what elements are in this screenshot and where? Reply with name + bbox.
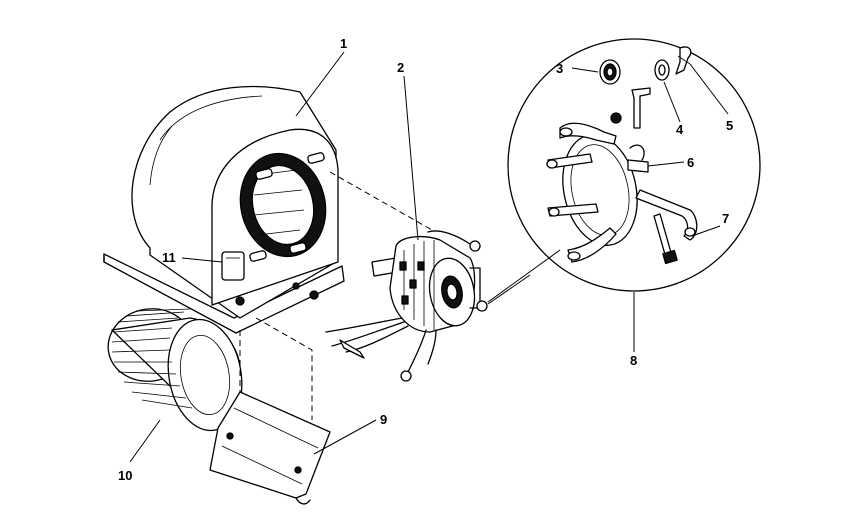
callout-8: 8 bbox=[630, 353, 637, 368]
blower-motor bbox=[325, 230, 488, 382]
callout-6: 6 bbox=[687, 155, 694, 170]
callout-11: 11 bbox=[162, 250, 176, 265]
detail-circle-motor-mount bbox=[487, 38, 761, 305]
callout-7: 7 bbox=[722, 211, 729, 226]
callout-3: 3 bbox=[556, 61, 563, 76]
callout-1: 1 bbox=[340, 36, 347, 51]
assembly-line bbox=[255, 317, 313, 420]
capacitor bbox=[221, 251, 245, 281]
callout-4: 4 bbox=[676, 122, 684, 137]
callout-9: 9 bbox=[380, 412, 387, 427]
blower-housing bbox=[103, 85, 345, 334]
callout-5: 5 bbox=[726, 118, 733, 133]
callout-10: 10 bbox=[118, 468, 132, 483]
leader-lines bbox=[129, 51, 729, 463]
blower-wheel bbox=[107, 308, 243, 432]
callout-2: 2 bbox=[397, 60, 404, 75]
